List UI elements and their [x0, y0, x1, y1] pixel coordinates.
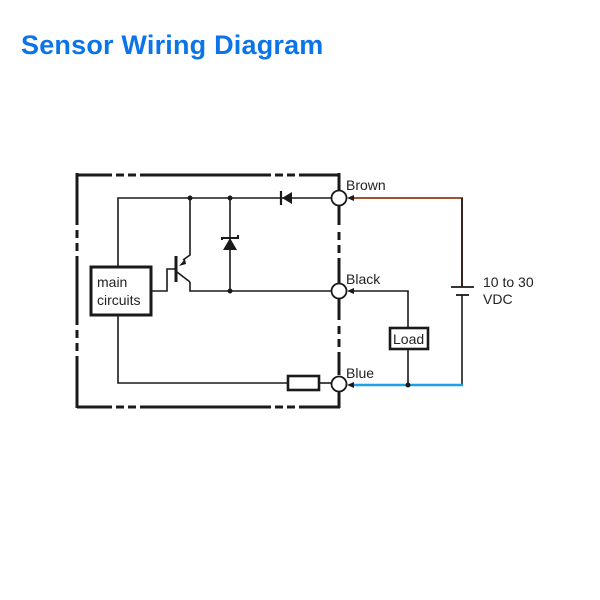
transistor-collector	[182, 198, 191, 261]
terminal-blue	[330, 375, 348, 393]
terminal-label-blue: Blue	[346, 365, 374, 381]
junction-dot	[227, 195, 233, 201]
load-block	[388, 326, 430, 351]
transistor-base-wire	[152, 268, 176, 292]
terminal-black	[330, 282, 348, 300]
supply-rail-wire	[117, 197, 331, 266]
output-wire	[189, 282, 331, 292]
main-circuits-label-line2: circuits	[97, 292, 141, 308]
external-wiring	[354, 197, 474, 387]
transistor-emitter	[176, 271, 191, 283]
arrow-icon	[347, 288, 354, 294]
terminal-brown	[330, 189, 348, 207]
supply-voltage-label-line1: 10 to 30	[483, 274, 534, 290]
ground-rail-wire	[117, 316, 288, 384]
terminal-label-black: Black	[346, 271, 381, 287]
supply-voltage-label-line2: VDC	[483, 291, 513, 307]
arrow-icon	[347, 382, 354, 388]
diode-icon	[279, 191, 292, 205]
junction-dot	[405, 382, 411, 388]
transistor-arrow-icon	[179, 259, 186, 266]
arrow-icon	[347, 195, 354, 201]
zener-diode-icon	[221, 235, 239, 250]
terminal-label-brown: Brown	[346, 177, 386, 193]
page-title: Sensor Wiring Diagram	[21, 30, 324, 60]
junction-dot	[227, 288, 233, 294]
resistor-icon	[286, 374, 321, 392]
sensor-housing	[75, 173, 341, 409]
junction-dot	[187, 195, 193, 201]
internal-circuit	[117, 197, 331, 384]
main-circuits-label-line1: main	[97, 274, 127, 290]
main-circuits-block	[89, 265, 153, 317]
load-label: Load	[393, 331, 424, 347]
black-wire	[354, 290, 409, 327]
